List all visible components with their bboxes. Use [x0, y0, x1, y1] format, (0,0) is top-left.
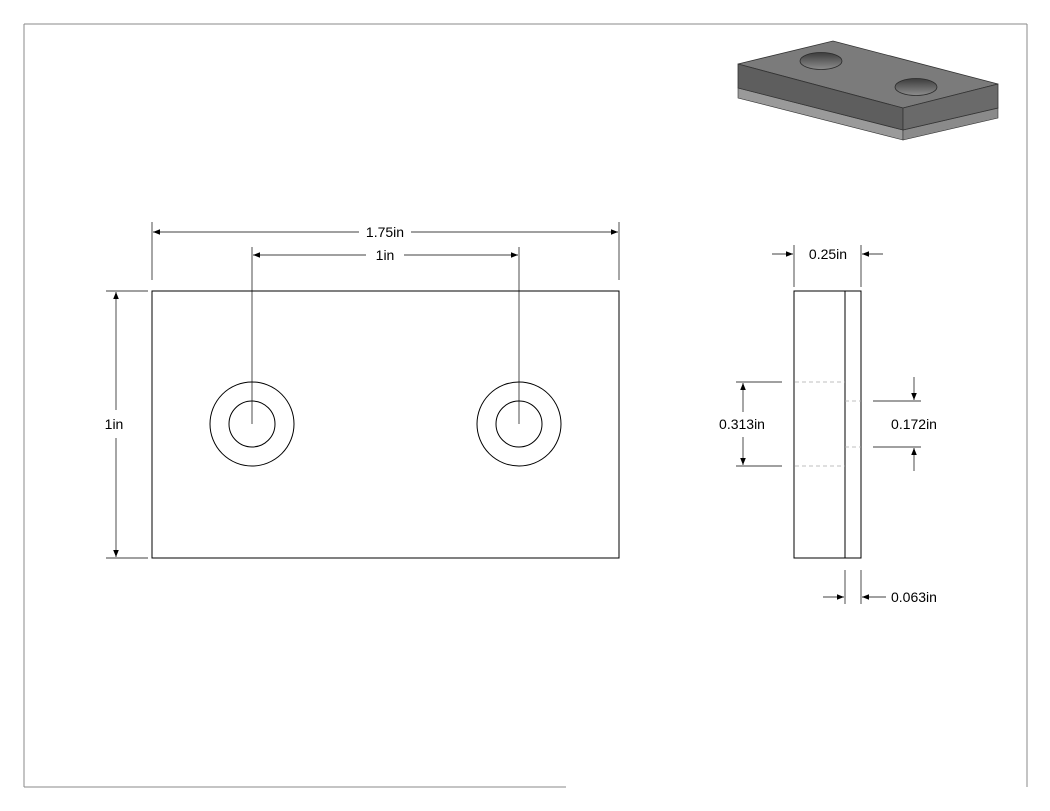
dim-hole-spacing-label: 1in: [376, 247, 395, 263]
front-outline: [151, 290, 620, 559]
dim-overall-width-label: 1.75in: [366, 224, 404, 240]
side-view: 0.25in 0.313in 0.172in 0.063in: [719, 245, 937, 605]
dim-height: 1in: [105, 290, 148, 559]
dim-counterbore: 0.313in: [719, 381, 782, 467]
iso-side-face: [902, 83, 999, 131]
front-view: 1.75in 1in 1in: [105, 222, 620, 559]
side-outline: [793, 290, 862, 559]
dim-hole-spacing: 1in: [251, 247, 520, 424]
dim-overall-width: 1.75in: [151, 222, 620, 280]
isometric-view: [737, 40, 999, 141]
dim-thickness-label: 0.25in: [809, 246, 847, 262]
dim-counterbore-label: 0.313in: [719, 416, 765, 432]
dim-through-hole: 0.172in: [873, 377, 937, 471]
dim-layer-thickness: 0.063in: [823, 570, 937, 605]
iso-hole-left: [799, 52, 843, 70]
sheet-frame: [23, 23, 1028, 788]
dim-height-label: 1in: [105, 416, 124, 432]
dim-thickness: 0.25in: [772, 245, 883, 287]
iso-hole-right: [894, 78, 938, 96]
dim-through-hole-label: 0.172in: [891, 416, 937, 432]
dim-layer-thickness-label: 0.063in: [891, 589, 937, 605]
